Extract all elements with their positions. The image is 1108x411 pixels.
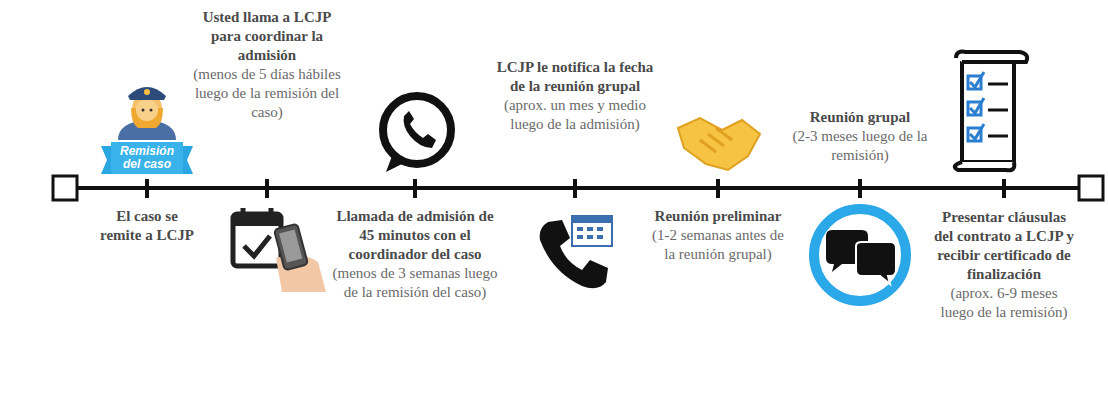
ribbon-text: Remisión del caso [112, 145, 182, 171]
handshake-icon [678, 118, 760, 170]
milestone-title: Reunión preliminar [648, 207, 788, 226]
milestone-text: LCJP le notifica la fecha de la reunión … [489, 58, 661, 134]
case-ribbon: Remisión del caso [101, 140, 193, 176]
end-square [1079, 176, 1103, 200]
scroll-checklist-icon [955, 52, 1027, 171]
milestone-text: Usted llama a LCJP para coordinar la adm… [187, 8, 347, 122]
chat-ring-icon [814, 209, 906, 301]
start-square [53, 176, 77, 200]
milestone-text: Reunión grupal(2-3 meses luego de la rem… [781, 108, 939, 165]
milestone-text: Llamada de admisión de 45 minutos con el… [329, 207, 501, 302]
milestone-note: (aprox. un mes y medio luego de la admis… [489, 96, 661, 134]
milestone-note: (aprox. 6-9 meses luego de la remisión) [934, 284, 1074, 322]
milestone-title: Presentar cláusulas del contrato a LCJP … [934, 208, 1074, 284]
milestone-title: El caso se remite a LCJP [95, 207, 199, 245]
milestone-title: LCJP le notifica la fecha de la reunión … [489, 58, 661, 96]
tick-marks [147, 179, 1004, 198]
milestone-note: (1-2 semanas antes de la reunión grupal) [648, 226, 788, 264]
milestone-text: El caso se remite a LCJP [95, 207, 199, 245]
milestone-title: Reunión grupal [781, 108, 939, 127]
milestone-title: Llamada de admisión de 45 minutos con el… [329, 207, 501, 264]
calendar-phone-icon [233, 208, 326, 292]
milestone-title: Usted llama a LCJP para coordinar la adm… [187, 8, 347, 65]
milestone-text: Reunión preliminar(1-2 semanas antes de … [648, 207, 788, 264]
milestone-note: (menos de 5 días hábiles luego de la rem… [187, 65, 347, 122]
milestone-note: (menos de 3 semanas luego de la remisión… [329, 264, 501, 302]
whatsapp-icon [383, 96, 451, 172]
milestone-note: (2-3 meses luego de la remisión) [781, 127, 939, 165]
officer-icon [118, 87, 176, 140]
phone-calendar-icon [540, 216, 612, 288]
milestone-text: Presentar cláusulas del contrato a LCJP … [934, 208, 1074, 322]
